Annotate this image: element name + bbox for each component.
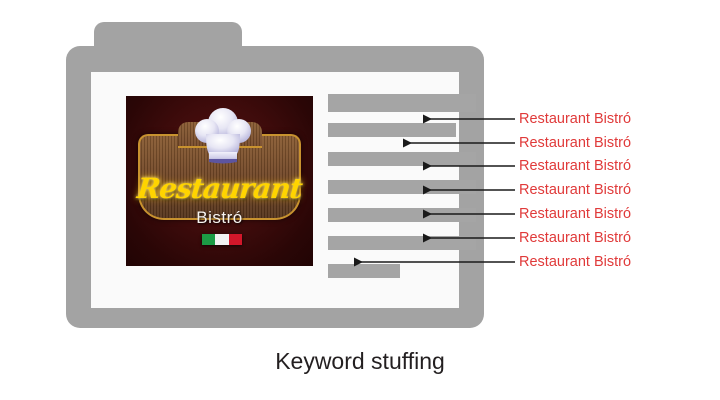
content-bar <box>328 208 476 222</box>
logo-sub-text: Bistró <box>196 208 243 227</box>
annotation-label: Restaurant Bistró <box>519 158 632 174</box>
folder-shape: Restaurant Bistró <box>66 22 484 328</box>
content-bar <box>328 236 476 250</box>
content-bar <box>328 152 476 166</box>
content-bar <box>328 264 400 278</box>
diagram-caption: Keyword stuffing <box>275 348 445 374</box>
annotation-label: Restaurant Bistró <box>519 182 632 198</box>
content-bar <box>328 123 456 137</box>
annotation-label: Restaurant Bistró <box>519 206 632 222</box>
flag-stripe-white <box>215 234 229 245</box>
content-text-bars <box>328 94 476 284</box>
logo-script-text: Restaurant <box>135 172 304 205</box>
flag-stripe-green <box>202 234 216 245</box>
annotation-label: Restaurant Bistró <box>519 135 632 151</box>
flag-stripe-red <box>228 234 242 245</box>
content-bar <box>328 94 476 112</box>
annotation-label: Restaurant Bistró <box>519 230 632 246</box>
italian-flag-icon <box>202 234 242 245</box>
annotation-label: Restaurant Bistró <box>519 254 632 270</box>
annotation-label: Restaurant Bistró <box>519 111 632 127</box>
restaurant-logo-image: Restaurant Bistró <box>126 96 313 266</box>
content-bar <box>328 180 476 194</box>
chef-hat-icon <box>195 108 251 164</box>
webpage-panel: Restaurant Bistró <box>91 72 476 308</box>
